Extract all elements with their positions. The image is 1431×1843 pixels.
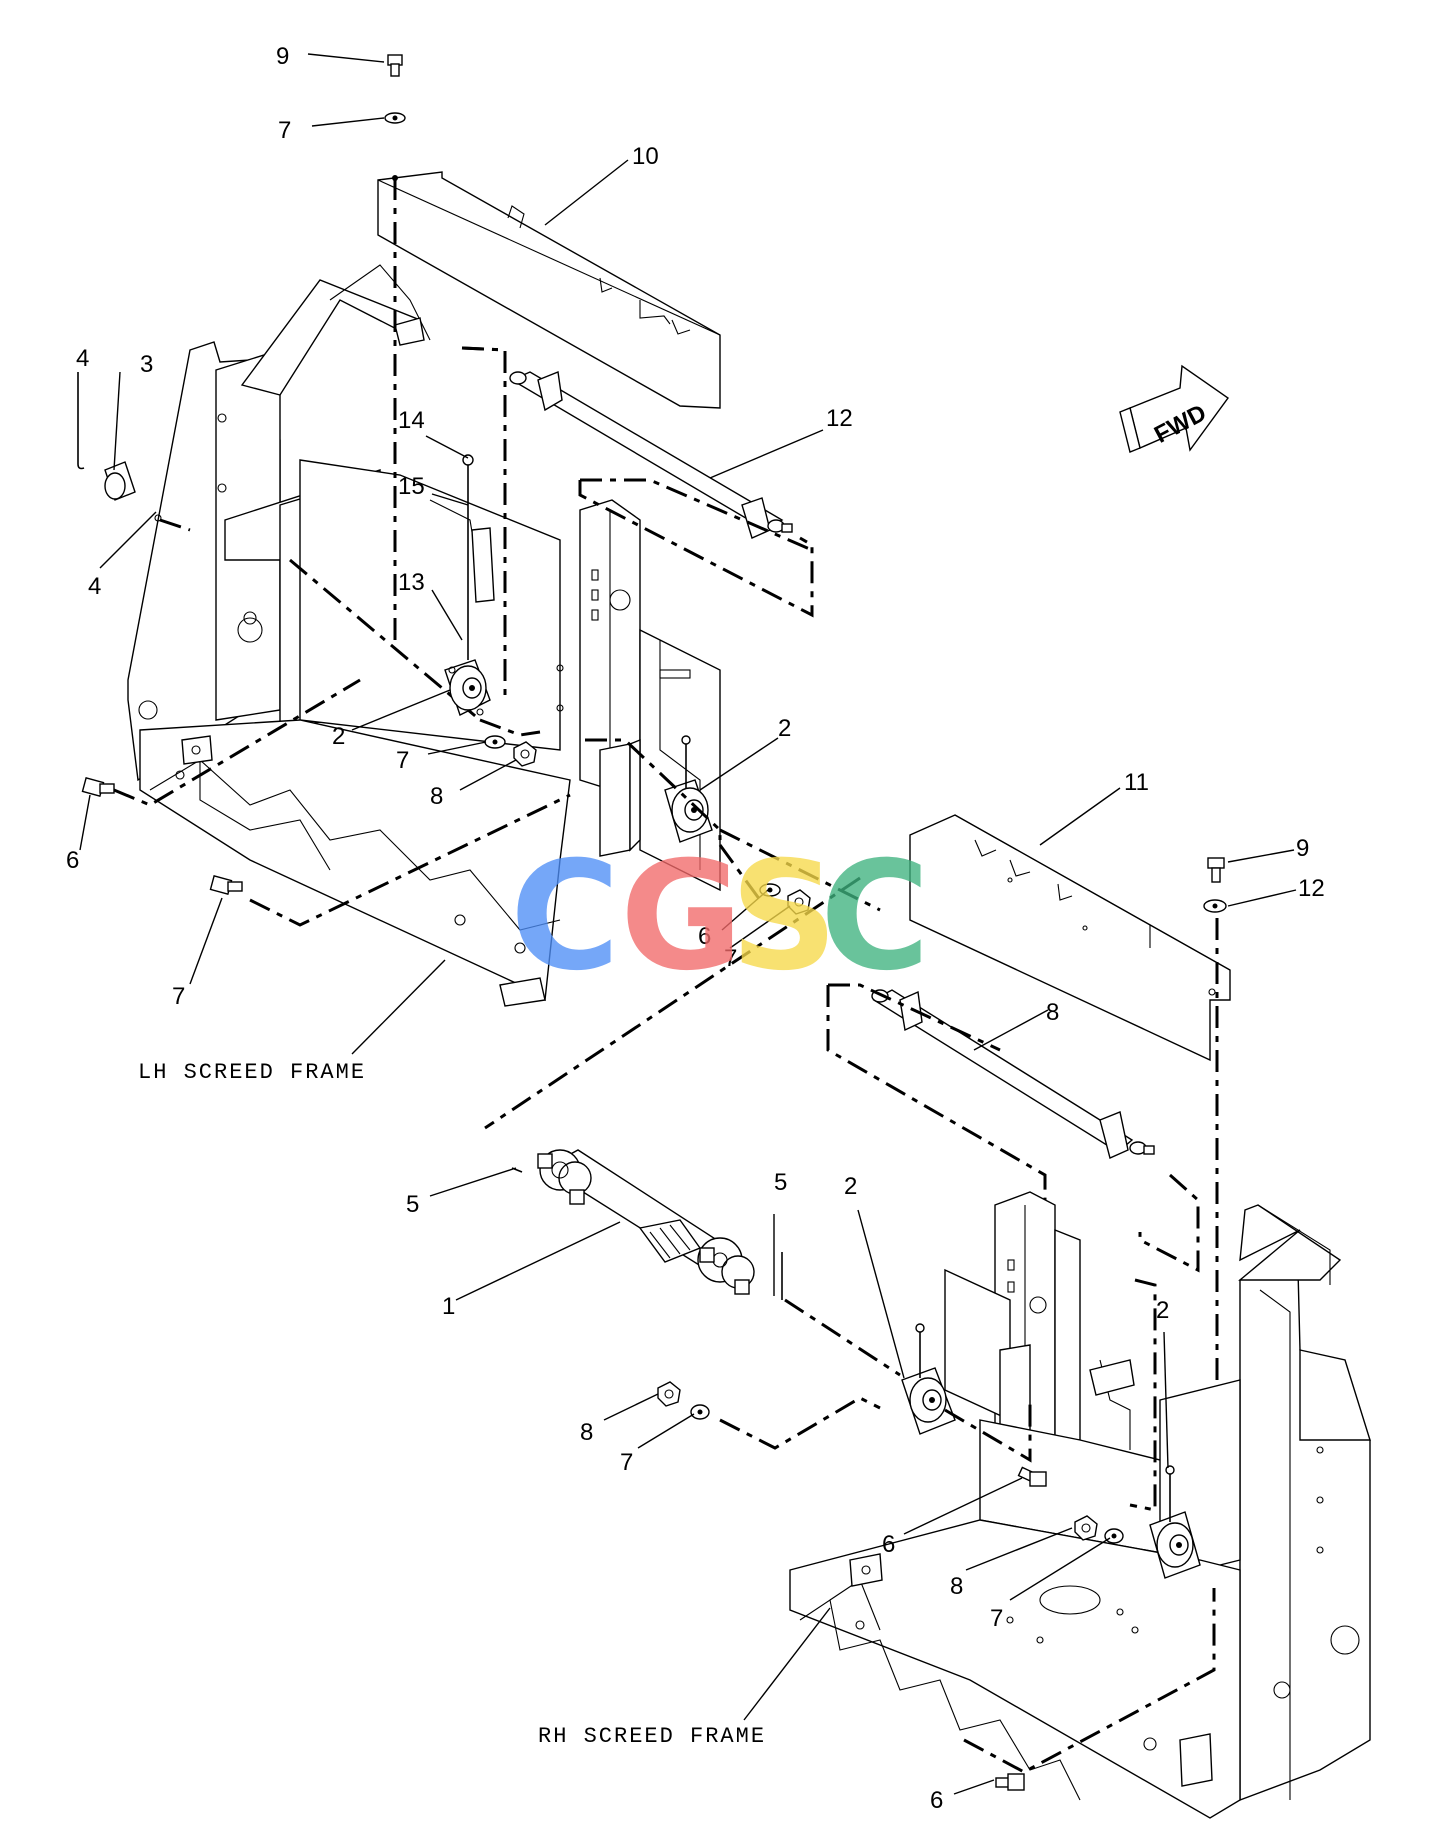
bearing-2-mid (664, 735, 713, 843)
rh-frame-label: RH SCREED FRAME (538, 1724, 766, 1749)
callout-8: 7 (724, 945, 737, 972)
bolt-14 (462, 454, 474, 660)
shaft-12-low (871, 989, 1155, 1159)
callout-12: 12 (826, 405, 853, 432)
callout-15: 15 (398, 473, 425, 500)
callout-7: 6 (698, 923, 711, 950)
callout-6: 7 (172, 983, 185, 1010)
bolt-6-rh-b (995, 1773, 1025, 1791)
callout-2: 2 (332, 723, 345, 750)
callout-2: 2 (1156, 1297, 1169, 1324)
callout-9: 9 (276, 43, 289, 70)
plate-10 (377, 171, 721, 409)
bolt-9-rh (1207, 857, 1225, 883)
callout-1: 1 (442, 1293, 455, 1320)
callout-numbers: 9 7 10 4 3 4 14 15 13 12 2 7 8 6 2 11 9 … (66, 43, 1325, 1814)
bearing-2-rh-a (901, 1323, 956, 1435)
plate-11 (909, 814, 1231, 1062)
bolt-9-top (387, 54, 403, 77)
callout-2: 2 (778, 715, 791, 742)
callout-7: 7 (278, 117, 291, 144)
bearing-2-rh-b (1149, 1465, 1201, 1579)
callout-12: 8 (1046, 999, 1059, 1026)
callout-13: 13 (398, 569, 425, 596)
callout-8: 8 (580, 1419, 593, 1446)
callout-11: 11 (1124, 769, 1149, 796)
leader-lines (79, 53, 1297, 1795)
callout-10: 10 (632, 143, 659, 170)
callout-7: 12 (1298, 875, 1325, 902)
svg-text:C: C (820, 830, 930, 1004)
callout-7: 7 (396, 747, 409, 774)
svg-text:C: C (510, 830, 620, 1004)
bolt-6-lh-b (209, 875, 243, 895)
pin-4 (77, 372, 85, 470)
callout-4: 4 (88, 573, 101, 600)
callout-8: 8 (950, 1573, 963, 1600)
callout-5: 5 (406, 1191, 419, 1218)
bolt-6-rh-a (1017, 1466, 1047, 1487)
bearing-2-lh (444, 659, 491, 716)
bushing-3 (104, 461, 136, 501)
callout-8: 8 (430, 783, 443, 810)
callout-2: 2 (844, 1173, 857, 1200)
nut-8-mid (787, 889, 811, 915)
callout-9: 9 (1296, 835, 1309, 862)
callout-5: 5 (774, 1169, 787, 1196)
callout-4: 4 (76, 345, 89, 372)
nut-8-lh (513, 741, 537, 767)
svg-text:G: G (620, 830, 743, 1004)
callout-14: 14 (398, 407, 425, 434)
coupling-shaft-1 (537, 1149, 755, 1295)
fwd-arrow: FWD (1119, 364, 1229, 453)
callout-7: 7 (990, 1605, 1003, 1632)
callout-3: 3 (140, 351, 153, 378)
lh-frame-label: LH SCREED FRAME (138, 1060, 366, 1085)
callout-6: 6 (882, 1531, 895, 1558)
nut-8-low (657, 1381, 681, 1407)
callout-6: 6 (66, 847, 79, 874)
callout-6: 6 (930, 1787, 943, 1814)
svg-text:S: S (730, 830, 838, 1004)
callout-7: 7 (620, 1449, 633, 1476)
rh-screed-frame (789, 1191, 1371, 1819)
bolt-6-lh-a (81, 777, 115, 797)
watermark-logo: C G S C (510, 830, 930, 1004)
shaft-12-top (509, 371, 793, 539)
nut-8-rh (1074, 1515, 1098, 1541)
